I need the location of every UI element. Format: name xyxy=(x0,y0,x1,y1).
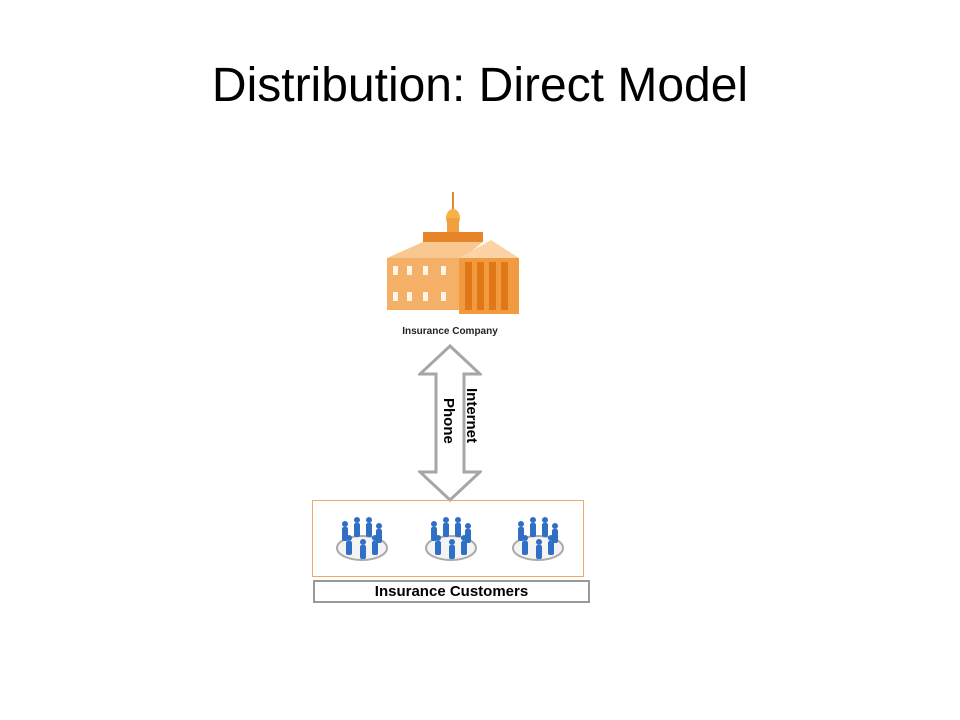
building-icon xyxy=(387,192,519,314)
slide-title: Distribution: Direct Model xyxy=(211,59,749,112)
people-circle-icon xyxy=(336,517,388,561)
channel-phone: Phone xyxy=(440,398,457,444)
people-circle-icon xyxy=(425,517,477,561)
channel-internet: Internet xyxy=(463,388,480,444)
people-circle-icon xyxy=(512,517,564,561)
company-label: Insurance Company xyxy=(402,326,498,337)
customers-label: Insurance Customers xyxy=(313,580,590,603)
customers-box xyxy=(312,500,584,577)
